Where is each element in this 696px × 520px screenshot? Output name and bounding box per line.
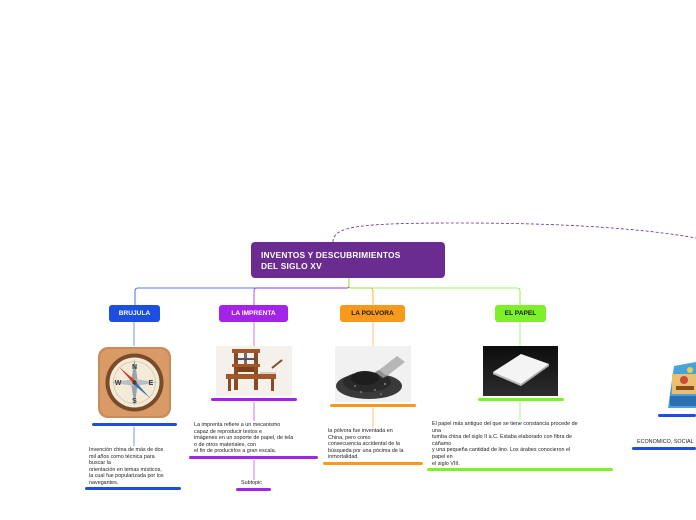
illustration-icon	[664, 356, 696, 412]
brujula-image-underline	[92, 423, 177, 426]
compass-west-letter: W	[115, 380, 122, 387]
imprenta-image-underline	[211, 398, 297, 401]
economico-label-underline	[632, 447, 696, 450]
polvora-image-underline	[330, 404, 416, 407]
economico-label[interactable]: ECONOMICO, SOCIAL	[637, 439, 694, 445]
imprenta-subtopic-underline	[236, 488, 271, 491]
brujula-note-underline	[85, 487, 181, 490]
dashed-cross-link	[332, 222, 696, 243]
papel-image-underline	[478, 398, 564, 401]
connector-brujula	[134, 278, 350, 305]
papel-note-underline	[427, 468, 613, 471]
imprenta-note[interactable]: La imprenta refiere a un mecanismo capaz…	[194, 422, 294, 455]
papel-note[interactable]: El papel más antiguo del que se tiene co…	[432, 421, 578, 467]
compass-north-letter: N	[132, 364, 137, 371]
compass-east-letter: E	[149, 380, 154, 387]
topic-papel[interactable]: EL PAPEL	[495, 305, 546, 322]
connector-imprenta	[253, 278, 350, 305]
printing-press-icon	[216, 346, 292, 396]
connector-polvora	[348, 278, 374, 305]
central-topic-line2: DEL SIGLO XV	[261, 261, 322, 271]
economico-image-underline	[658, 414, 696, 417]
gunpowder-icon	[335, 346, 411, 402]
connector-papel	[348, 278, 521, 305]
imprenta-subtopic[interactable]: Subtopic	[241, 480, 262, 486]
topic-brujula[interactable]: BRUJULA	[109, 305, 160, 322]
imprenta-note-underline	[189, 456, 318, 459]
brujula-note[interactable]: Invención china de más de dos mil años c…	[89, 447, 164, 486]
compass-south-letter: S	[132, 398, 137, 405]
polvora-note[interactable]: la pólvora fue inventada en China, pero …	[328, 428, 404, 461]
compass-icon: N S E W	[97, 346, 172, 419]
topic-polvora[interactable]: LA POLVORA	[340, 305, 405, 322]
central-topic-line1: INVENTOS Y DESCUBRIMIENTOS	[261, 250, 401, 260]
central-topic[interactable]: INVENTOS Y DESCUBRIMIENTOS DEL SIGLO XV	[251, 242, 445, 278]
polvora-note-underline	[323, 462, 423, 465]
topic-imprenta[interactable]: LA IMPRENTA	[219, 305, 288, 322]
paper-stack-icon	[483, 346, 558, 396]
